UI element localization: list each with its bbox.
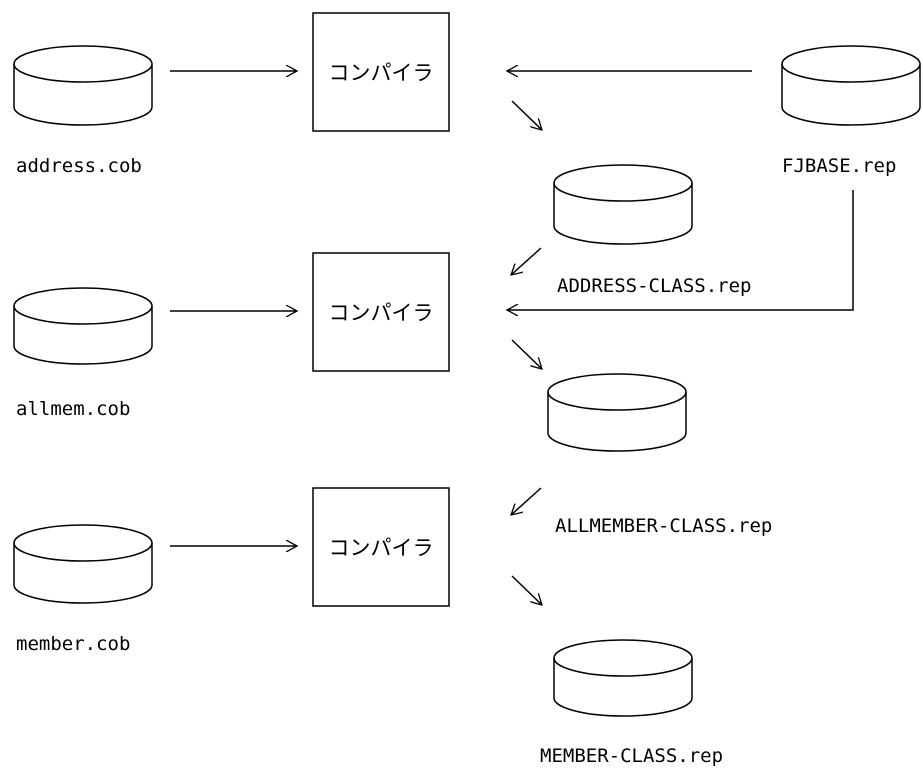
label-address-class-rep: ADDRESS-CLASS.rep bbox=[557, 275, 751, 297]
label-fjbase-rep: FJBASE.rep bbox=[782, 155, 896, 177]
disk-allmem-cob bbox=[13, 287, 153, 365]
label-member-class-rep: MEMBER-CLASS.rep bbox=[540, 745, 723, 767]
arrow-address-class-to-compiler-2 bbox=[511, 247, 542, 275]
arrow-compiler-1-output bbox=[511, 100, 542, 130]
compiler-box-2 bbox=[312, 252, 450, 372]
label-allmem-cob: allmem.cob bbox=[16, 398, 130, 420]
compiler-box-3 bbox=[312, 487, 450, 607]
label-address-cob: address.cob bbox=[16, 155, 142, 177]
disk-member-class-rep bbox=[553, 639, 693, 717]
label-allmember-class-rep: ALLMEMBER-CLASS.rep bbox=[555, 515, 772, 537]
compiler-label-2: コンパイラ bbox=[329, 301, 434, 325]
disk-address-class-rep bbox=[553, 164, 693, 245]
arrow-allmember-class-to-compiler-3 bbox=[511, 487, 542, 515]
disk-member-cob bbox=[13, 524, 153, 604]
disk-fjbase-rep bbox=[781, 45, 921, 126]
arrow-compiler-2-output bbox=[511, 339, 542, 369]
compiler-label-3: コンパイラ bbox=[329, 536, 434, 560]
label-member-cob: member.cob bbox=[16, 633, 130, 655]
disk-address-cob bbox=[13, 45, 153, 126]
compiler-box-1 bbox=[312, 12, 450, 132]
compiler-label-1: コンパイラ bbox=[329, 61, 434, 85]
arrow-compiler-3-output bbox=[511, 575, 542, 605]
arrow-fjbase-to-compiler-2 bbox=[507, 190, 854, 310]
disk-allmember-class-rep bbox=[547, 373, 687, 452]
